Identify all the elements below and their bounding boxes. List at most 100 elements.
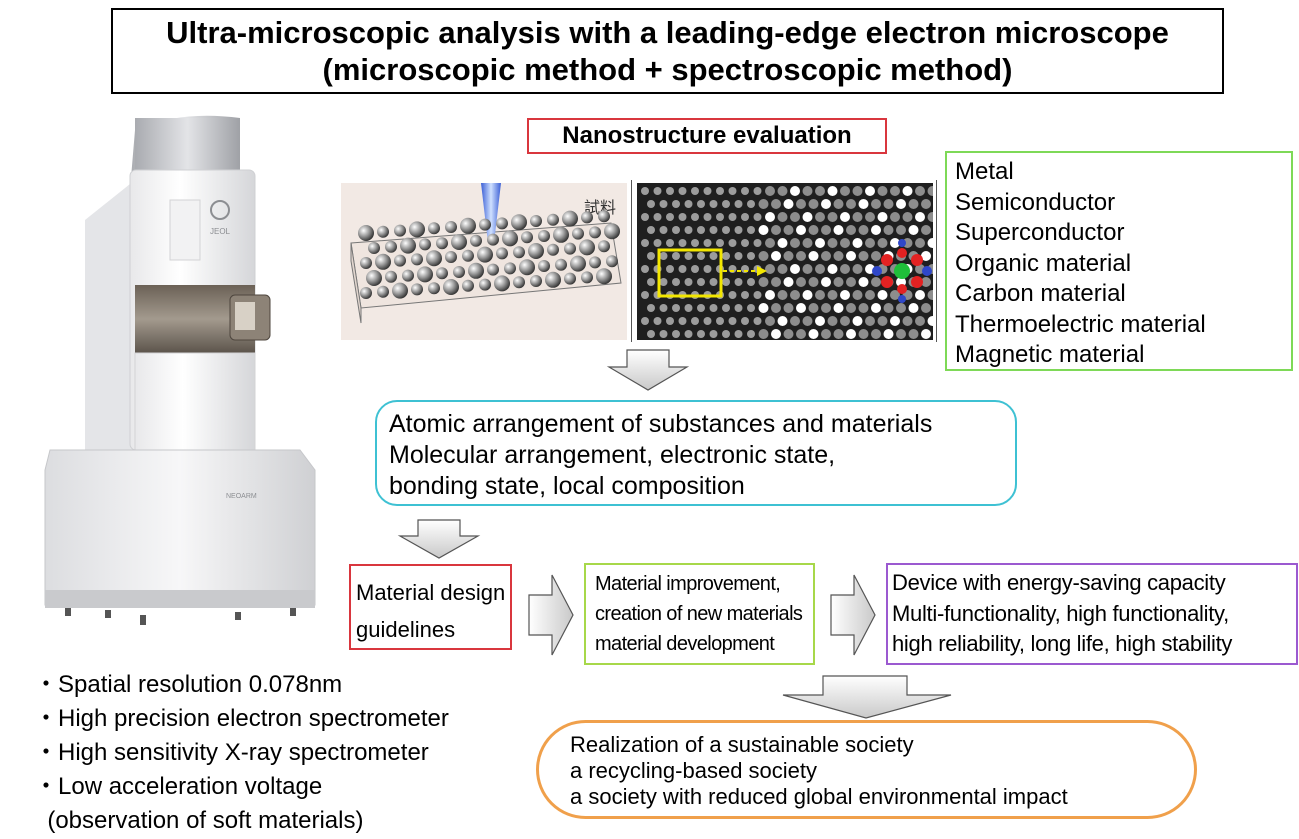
atom-column	[902, 186, 913, 196]
atom-column	[771, 251, 781, 261]
atom-column	[833, 199, 844, 209]
atom-column	[865, 290, 875, 300]
atom-column	[802, 212, 813, 222]
atom-sphere	[530, 215, 542, 227]
atom-sphere	[360, 287, 372, 299]
right-arrow-icon	[830, 574, 876, 656]
model-label: NEOARM	[226, 493, 257, 500]
atom-sphere	[375, 253, 391, 270]
atom-column	[783, 225, 794, 235]
atom-sphere	[547, 213, 559, 226]
atom-column	[765, 212, 775, 222]
atom-column	[915, 238, 925, 248]
atom-sphere	[538, 260, 550, 272]
atom-column	[815, 290, 825, 300]
improve-line-2: creation of new materials	[595, 603, 803, 625]
atom-column	[921, 251, 931, 261]
atom-sphere	[358, 225, 374, 241]
atom-column	[777, 316, 788, 326]
atom-column	[833, 225, 844, 235]
atom-sphere	[402, 269, 414, 282]
atom-column	[865, 238, 875, 248]
atom-column	[865, 316, 875, 326]
atom-column	[852, 212, 863, 222]
atom-column	[808, 277, 819, 287]
atom-column	[666, 187, 674, 195]
atom-column	[753, 317, 762, 325]
atom-column	[728, 187, 737, 195]
atom-sphere	[589, 226, 601, 239]
atom-column	[877, 186, 888, 196]
material-item: Carbon material	[955, 280, 1126, 307]
atomic-resolution-image	[637, 183, 933, 340]
atom-sphere	[394, 224, 406, 237]
atom-column	[728, 239, 737, 247]
atom-column	[672, 226, 680, 234]
atom-column	[684, 330, 693, 338]
atom-sphere	[528, 243, 544, 259]
atom-column	[802, 238, 813, 248]
atom-column	[641, 239, 649, 247]
atom-sphere	[479, 278, 491, 291]
atom-column	[684, 200, 693, 208]
atom-column	[927, 186, 933, 196]
atom-column	[852, 264, 863, 274]
atom-column	[697, 226, 705, 234]
title-line-2: (microscopic method + spectroscopic meth…	[322, 52, 1013, 87]
atom-column	[753, 187, 762, 195]
atom-column	[678, 213, 687, 221]
atom-column	[678, 187, 687, 195]
atom-column	[678, 317, 687, 325]
device-line-3: high reliability, long life, high stabil…	[892, 631, 1233, 656]
atom-sphere	[468, 262, 484, 279]
atom-column	[666, 317, 674, 325]
atom-sphere	[596, 268, 612, 285]
electron-microscope-image: JEOL NEOARM	[44, 115, 316, 625]
atom-column	[802, 264, 813, 274]
atom-column	[808, 199, 819, 209]
atom-column	[777, 186, 788, 196]
atom-sphere	[385, 240, 397, 253]
atom-column	[741, 213, 749, 221]
atom-column	[666, 213, 674, 221]
atom-sphere	[477, 246, 493, 263]
atom-sphere	[496, 217, 508, 230]
atom-column	[815, 212, 825, 222]
atom-column	[672, 278, 680, 286]
atom-column	[890, 186, 900, 196]
atom-column	[821, 251, 831, 261]
atom-column	[734, 226, 743, 234]
atom-column	[921, 199, 931, 209]
atom-column	[840, 316, 850, 326]
atom-sphere	[445, 251, 457, 263]
atom-column	[808, 251, 819, 261]
feature-item: ・Spatial resolution 0.078nm	[34, 671, 343, 698]
atom-column	[678, 265, 687, 273]
atom-column	[827, 238, 838, 248]
atom-sphere	[530, 275, 542, 287]
atom-sphere	[443, 279, 459, 295]
atom-column	[852, 186, 863, 196]
atom-column	[666, 265, 674, 273]
atom-column	[790, 212, 800, 222]
atom-sphere	[562, 210, 578, 227]
atom-column	[647, 330, 655, 338]
atom-column	[684, 252, 693, 260]
atom-column	[921, 329, 931, 339]
title-line-1: Ultra-microscopic analysis with a leadin…	[166, 15, 1169, 50]
atom-column	[641, 291, 649, 299]
atom-column	[777, 212, 788, 222]
feature-item: ・High precision electron spectrometer	[34, 705, 449, 732]
atom-column	[709, 278, 718, 286]
atom-column	[846, 329, 856, 339]
atom-column	[815, 238, 825, 248]
atom-column	[821, 277, 831, 287]
society-line-3: a society with reduced global environmen…	[570, 784, 1068, 809]
atom-column	[758, 303, 769, 313]
atom-column	[796, 329, 806, 339]
atom-column	[758, 251, 769, 261]
atom-sphere	[504, 262, 516, 275]
atom-column	[709, 226, 718, 234]
atom-column	[877, 238, 888, 248]
atom-column	[927, 290, 933, 300]
